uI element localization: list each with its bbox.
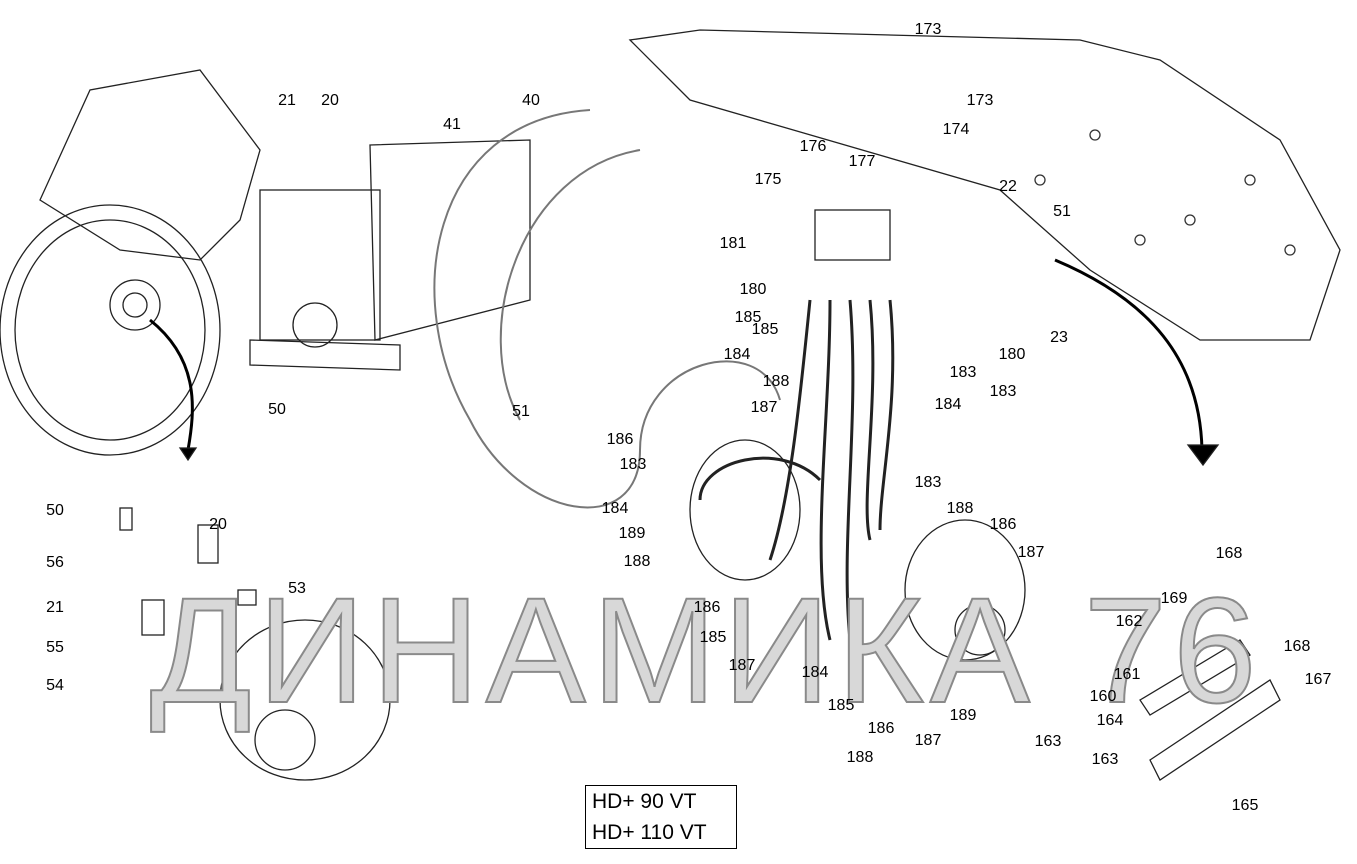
front-drum-drawing bbox=[0, 69, 261, 456]
callout-label: 188 bbox=[762, 373, 790, 390]
callout-label: 160 bbox=[1089, 688, 1117, 705]
callout-label: 189 bbox=[949, 707, 977, 724]
callout-label: 56 bbox=[46, 554, 64, 571]
callout-label: 181 bbox=[719, 235, 747, 252]
callout-label: 184 bbox=[723, 346, 751, 363]
callout-label: 40 bbox=[522, 92, 540, 109]
callout-label: 162 bbox=[1115, 613, 1143, 630]
callout-label: 184 bbox=[934, 396, 962, 413]
model-box: HD+ 90 VT HD+ 110 VT bbox=[585, 785, 737, 849]
callout-label: 186 bbox=[606, 431, 634, 448]
callout-label: 187 bbox=[750, 399, 778, 416]
callout-label: 185 bbox=[734, 309, 762, 326]
callout-label: 165 bbox=[1231, 797, 1259, 814]
hoses-drawing bbox=[698, 299, 895, 641]
callout-label: 54 bbox=[46, 677, 64, 694]
callout-label: 53 bbox=[288, 580, 306, 597]
arrow-head-right bbox=[1186, 444, 1220, 467]
callout-label: 186 bbox=[989, 516, 1017, 533]
callout-label: 184 bbox=[601, 500, 629, 517]
callout-label: 164 bbox=[1096, 712, 1124, 729]
callout-label: 186 bbox=[693, 599, 721, 616]
swirl-outline bbox=[433, 109, 781, 509]
callout-label: 183 bbox=[949, 364, 977, 381]
callout-label: 174 bbox=[942, 121, 970, 138]
callout-label: 186 bbox=[867, 720, 895, 737]
callout-label: 20 bbox=[321, 92, 339, 109]
callout-label: 23 bbox=[1050, 329, 1068, 346]
callout-label: 169 bbox=[1160, 590, 1188, 607]
callout-label: 173 bbox=[914, 21, 942, 38]
callout-label: 173 bbox=[966, 92, 994, 109]
callout-label: 21 bbox=[278, 92, 296, 109]
callout-label: 168 bbox=[1215, 545, 1243, 562]
model-name: HD+ 90 VT bbox=[592, 790, 697, 813]
callout-label: 161 bbox=[1113, 666, 1141, 683]
callout-label: 187 bbox=[914, 732, 942, 749]
callout-label: 176 bbox=[799, 138, 827, 155]
callout-label: 183 bbox=[989, 383, 1017, 400]
model-name: HD+ 110 VT bbox=[592, 821, 707, 844]
callout-label: 184 bbox=[801, 664, 829, 681]
callout-label: 188 bbox=[946, 500, 974, 517]
watermark-text: ДИНАМИКА 76 bbox=[149, 566, 1263, 734]
callout-label: 180 bbox=[998, 346, 1026, 363]
callout-label: 163 bbox=[1091, 751, 1119, 768]
direction-arrows bbox=[149, 258, 1204, 451]
callout-label: 187 bbox=[1017, 544, 1045, 561]
callout-label: 167 bbox=[1304, 671, 1332, 688]
callout-label: 51 bbox=[512, 403, 530, 420]
callout-label: 183 bbox=[619, 456, 647, 473]
callout-label: 177 bbox=[848, 153, 876, 170]
small-parts-drawing bbox=[119, 507, 1281, 781]
callout-label: 185 bbox=[751, 321, 779, 338]
callout-label: 188 bbox=[623, 553, 651, 570]
callout-label: 21 bbox=[46, 599, 64, 616]
callout-label: 50 bbox=[46, 502, 64, 519]
callout-label: 41 bbox=[443, 116, 461, 133]
callout-label: 22 bbox=[999, 178, 1017, 195]
callout-label: 163 bbox=[1034, 733, 1062, 750]
callout-label: 168 bbox=[1283, 638, 1311, 655]
callout-label: 180 bbox=[739, 281, 767, 298]
wheel-motor-drawings bbox=[219, 439, 1026, 781]
callout-label: 185 bbox=[699, 629, 727, 646]
rear-frame-drawing bbox=[628, 29, 1341, 341]
callout-label: 187 bbox=[728, 657, 756, 674]
callout-label: 185 bbox=[827, 697, 855, 714]
callout-label: 189 bbox=[618, 525, 646, 542]
arrow-head-left bbox=[178, 447, 198, 462]
callout-label: 51 bbox=[1053, 203, 1071, 220]
callout-label: 188 bbox=[846, 749, 874, 766]
engine-frame-drawing bbox=[249, 139, 531, 371]
callout-label: 55 bbox=[46, 639, 64, 656]
callout-label: 20 bbox=[209, 516, 227, 533]
callout-label: 175 bbox=[754, 171, 782, 188]
callout-label: 183 bbox=[914, 474, 942, 491]
callout-label: 50 bbox=[268, 401, 286, 418]
